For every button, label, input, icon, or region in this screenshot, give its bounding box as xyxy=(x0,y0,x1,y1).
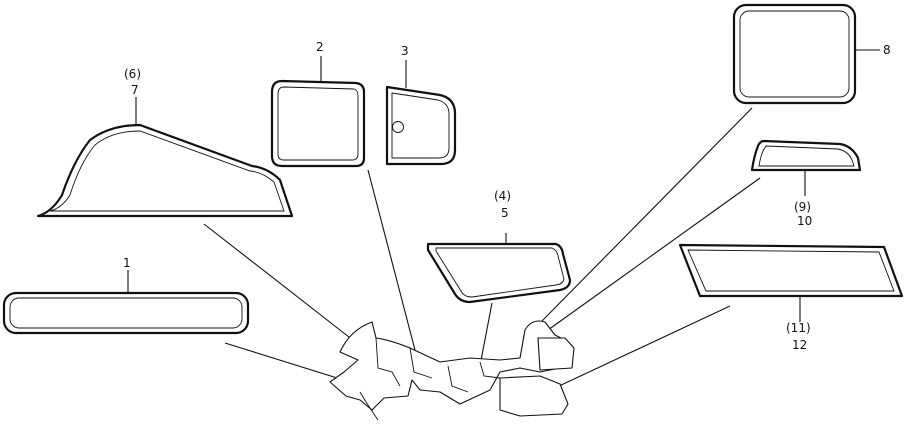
label-part-5: 5 xyxy=(501,206,509,220)
part-3-window-with-hole xyxy=(385,85,457,166)
label-part-10: 10 xyxy=(797,214,812,228)
part-4-5-quarter-window xyxy=(426,242,572,304)
label-part-3: 3 xyxy=(401,44,409,58)
leader-lines-to-body xyxy=(203,107,761,395)
part-8-windshield xyxy=(732,3,857,105)
label-part-2: 2 xyxy=(316,40,324,54)
label-part-11: (11) xyxy=(786,321,811,335)
part-11-12-wide-window xyxy=(678,243,904,298)
label-part-1: 1 xyxy=(123,256,131,270)
part-9-10-small-window xyxy=(750,139,862,172)
label-part-4: (4) xyxy=(494,189,511,203)
label-part-12: 12 xyxy=(792,338,807,352)
part-6-7-side-window xyxy=(36,123,294,218)
part-2-window xyxy=(270,79,366,168)
mounting-hole-icon xyxy=(392,121,404,133)
label-part-6: (6) xyxy=(124,67,141,81)
part-1-long-window xyxy=(2,291,250,335)
label-part-9: (9) xyxy=(794,200,811,214)
label-part-7: 7 xyxy=(131,83,139,97)
label-part-8: 8 xyxy=(883,43,891,57)
vehicle-body-outline xyxy=(329,320,575,421)
